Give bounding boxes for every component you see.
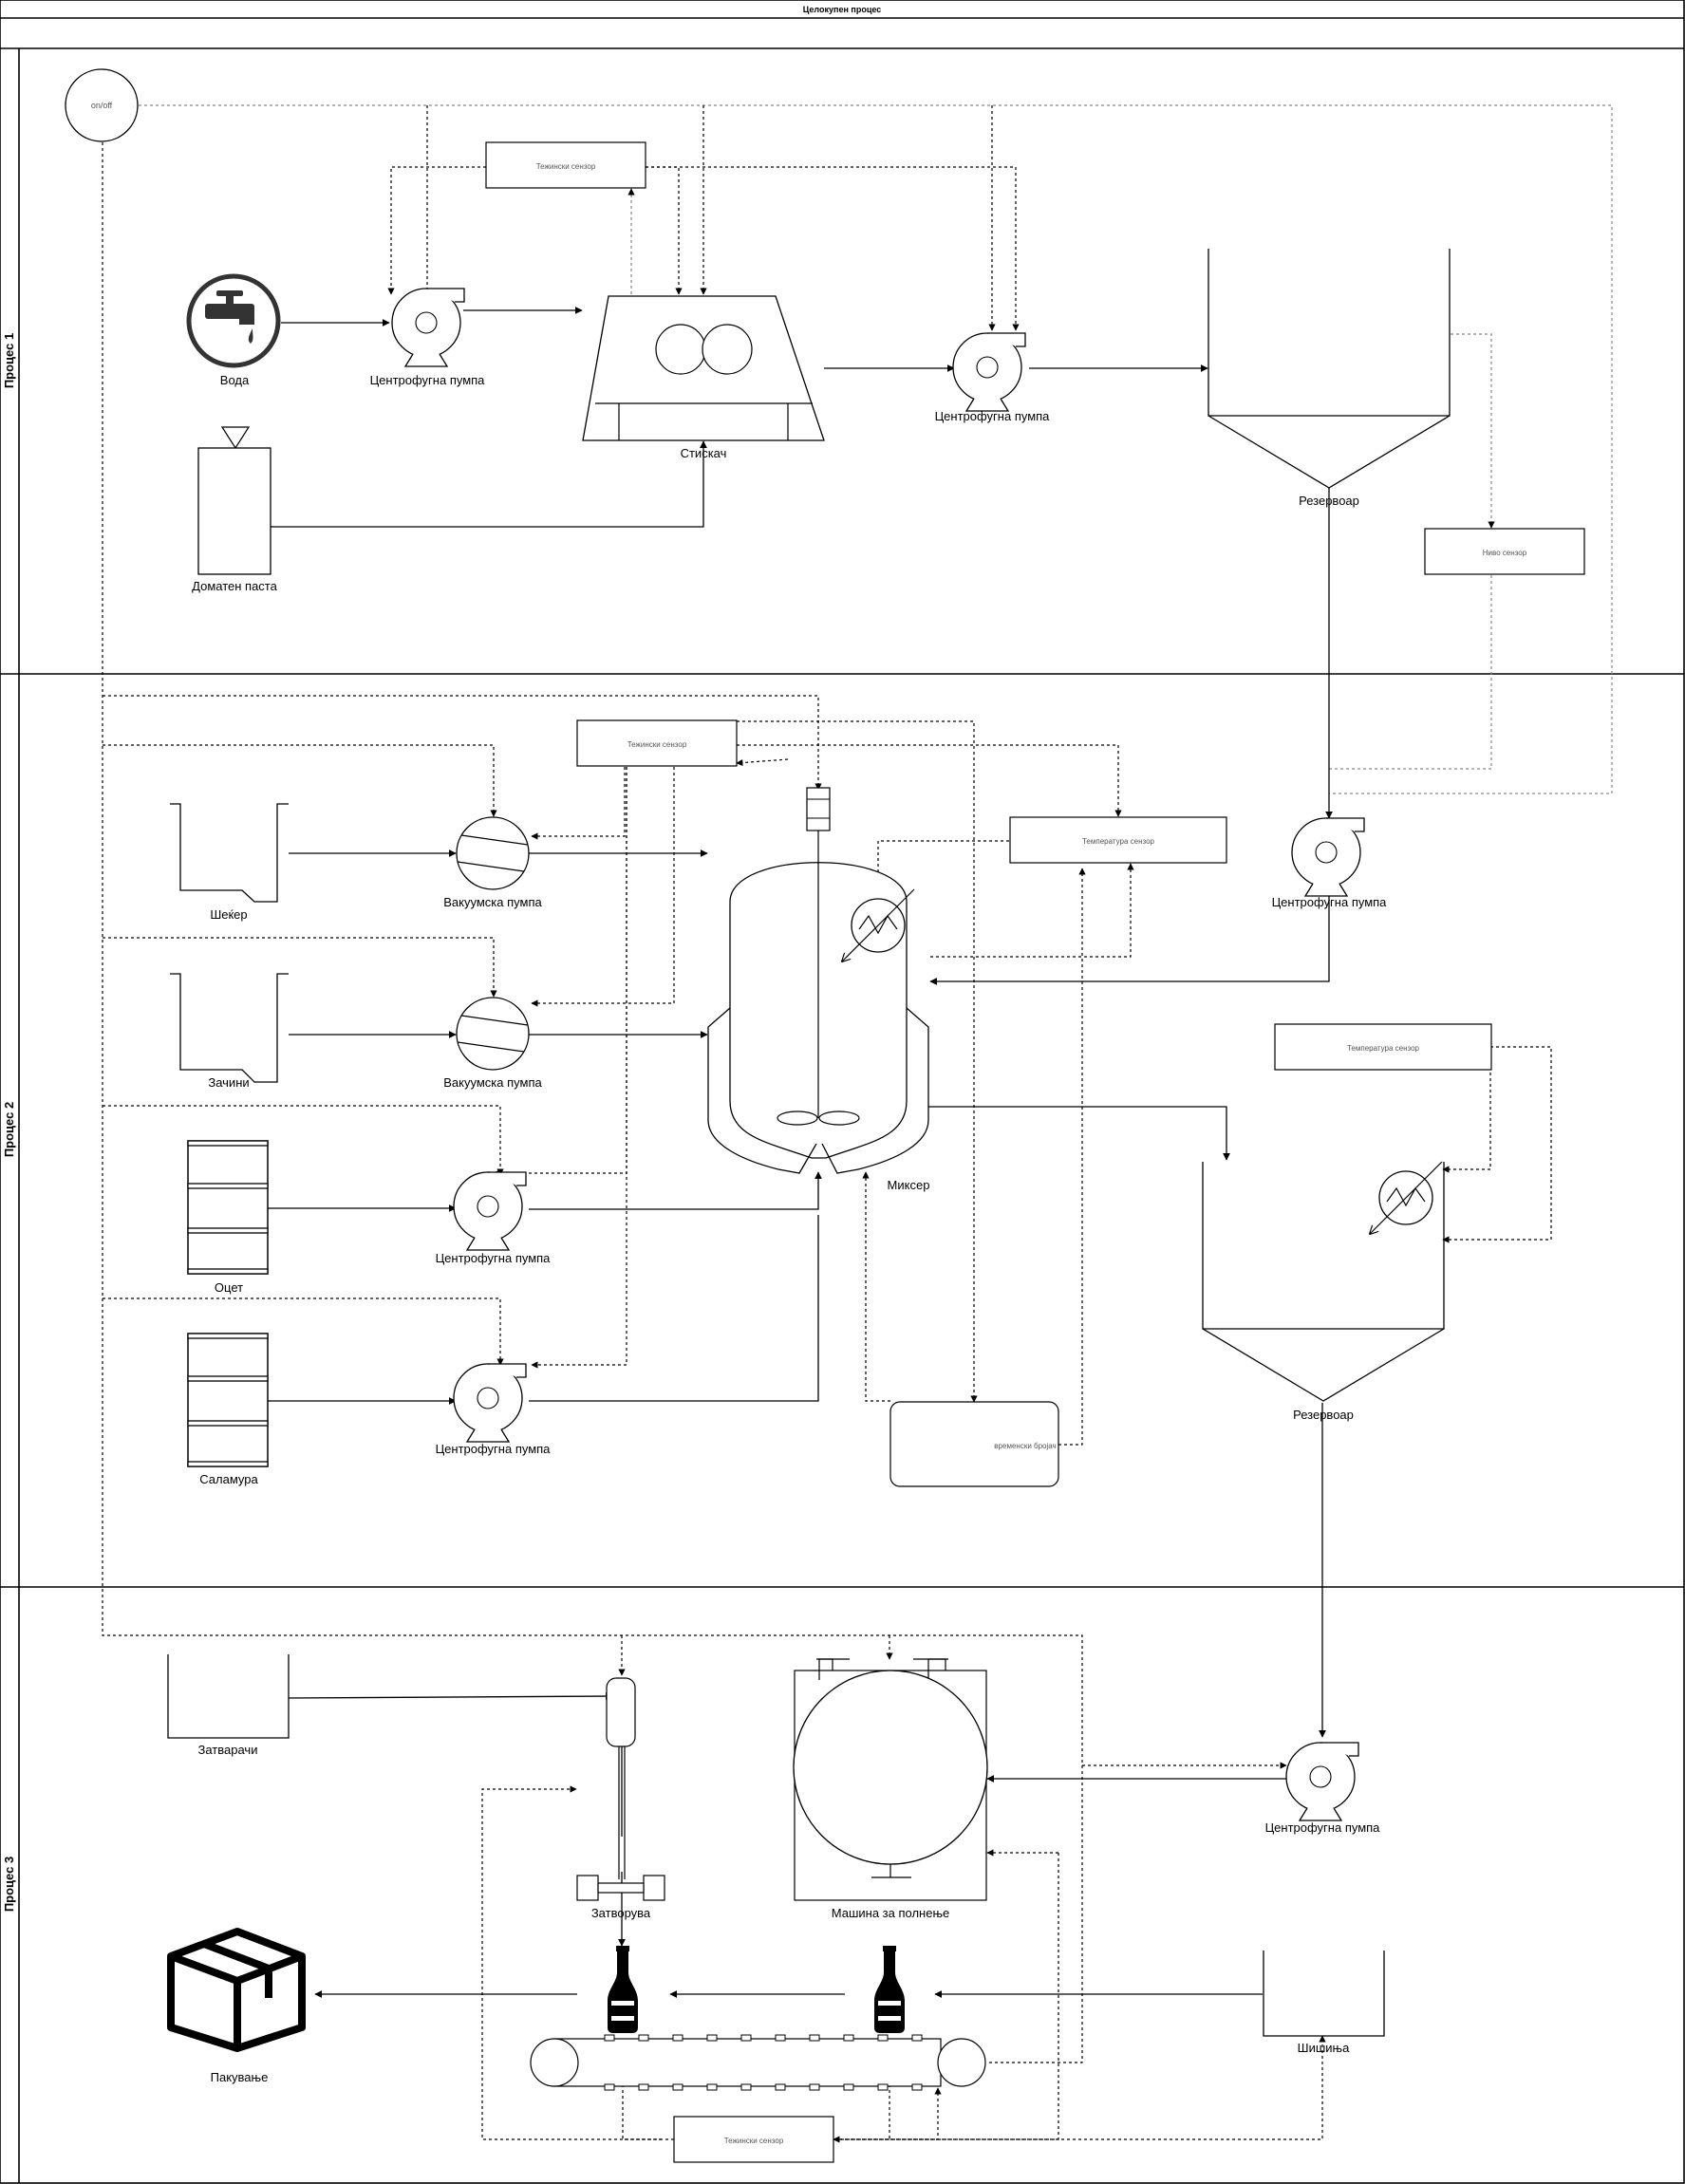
level-sensor: Ниво сензор bbox=[1424, 528, 1585, 575]
control-lines bbox=[102, 104, 1613, 2143]
weight-sensor-p3-label: Тежински сензор bbox=[724, 2137, 784, 2145]
brine-barrel: Саламура bbox=[187, 1333, 269, 1486]
weight-sensor-p1: Тежински сензор bbox=[485, 141, 646, 189]
vacuum-pump-b-label: Вакуумска пумпа bbox=[443, 1075, 542, 1090]
brine-label: Саламура bbox=[199, 1472, 258, 1486]
centrifugal-pump-p2a: Центрофугна пумпа bbox=[436, 1171, 552, 1265]
pump-p3-label: Центрофугна пумпа bbox=[1265, 1820, 1381, 1835]
pump-p1a-label: Центрофугна пумпа bbox=[370, 373, 486, 387]
weight-sensor-p3: Тежински сензор bbox=[673, 2116, 834, 2163]
mixer-vessel: Миксер bbox=[707, 787, 930, 1192]
cf-pump-p2c-label: Центрофугна пумпа bbox=[1272, 895, 1388, 909]
cf-pump-p2a-label: Центрофугна пумпа bbox=[436, 1251, 552, 1265]
capper-label: Затворува bbox=[591, 1906, 651, 1920]
vinegar-label: Оцет bbox=[215, 1280, 243, 1295]
water-label: Вода bbox=[220, 373, 250, 387]
reservoir-p1-label: Резервоар bbox=[1299, 494, 1359, 508]
mixer-label: Миксер bbox=[888, 1178, 930, 1192]
filling-machine: Машина за полнење bbox=[793, 1658, 988, 1920]
reservoir-p1: Резервоар bbox=[1208, 249, 1451, 508]
packing-label: Пакување bbox=[211, 2070, 269, 2084]
capper-machine: Затворува bbox=[576, 1677, 665, 1920]
bottle-icon-left bbox=[608, 1946, 638, 2033]
vacuum-pump-a: Вакуумска пумпа bbox=[443, 816, 542, 909]
temp-sensor-b-label: Температура сензор bbox=[1347, 1044, 1420, 1053]
weight-sensor-p1-label: Тежински сензор bbox=[536, 162, 596, 171]
spices-label: Зачини bbox=[208, 1075, 249, 1090]
bottles-hopper: Шишиња bbox=[1263, 1951, 1385, 2055]
diagram-title: Целокупен процес bbox=[803, 5, 882, 14]
press-label: Стискач bbox=[681, 446, 727, 460]
conveyor-belt bbox=[530, 2034, 986, 2091]
level-sensor-label: Ниво сензор bbox=[1483, 549, 1527, 557]
lane-label-2: Процес 2 bbox=[2, 1102, 16, 1157]
vacuum-pump-a-label: Вакуумска пумпа bbox=[443, 895, 542, 909]
cf-pump-p2b-label: Центрофугна пумпа bbox=[436, 1442, 552, 1456]
onoff-switch[interactable]: on/off bbox=[65, 68, 139, 142]
temp-sensor-b: Температура сензор bbox=[1274, 1023, 1492, 1071]
filler-label: Машина за полнење bbox=[832, 1906, 950, 1920]
sugar-hopper: Шеќер bbox=[170, 803, 289, 922]
centrifugal-pump-p3: Центрофугна пумпа bbox=[1265, 1742, 1381, 1835]
sugar-label: Шеќер bbox=[210, 907, 247, 922]
centrifugal-pump-p1a: Центрофугна пумпа bbox=[370, 288, 486, 387]
tomato-paste-container: Доматен паста bbox=[192, 426, 278, 593]
onoff-label: on/off bbox=[91, 101, 113, 110]
reservoir-p2-label: Резервоар bbox=[1293, 1408, 1354, 1422]
timer-label: временски бројач bbox=[994, 1442, 1056, 1450]
centrifugal-pump-p2c: Центрофугна пумпа bbox=[1272, 817, 1388, 909]
temp-sensor-a-label: Температура сензор bbox=[1082, 837, 1155, 846]
lane-label-3: Процес 3 bbox=[2, 1857, 16, 1912]
pump-p1b-label: Центрофугна пумпа bbox=[935, 409, 1051, 423]
caps-hopper: Затварачи bbox=[167, 1654, 290, 1757]
centrifugal-pump-p2b: Центрофугна пумпа bbox=[436, 1363, 552, 1456]
process-lines bbox=[268, 307, 1333, 1998]
lane-label-1: Процес 1 bbox=[2, 333, 16, 388]
centrifugal-pump-p1b: Центрофугна пумпа bbox=[935, 332, 1051, 423]
tomato-paste-label: Доматен паста bbox=[192, 579, 277, 593]
weight-sensor-p2: Тежински сензор bbox=[576, 719, 738, 767]
timer-counter: временски бројач bbox=[889, 1401, 1059, 1487]
weight-sensor-p2-label: Тежински сензор bbox=[627, 740, 687, 749]
temp-sensor-a: Температура сензор bbox=[1009, 816, 1227, 864]
bottle-icon-right bbox=[874, 1946, 905, 2033]
water-faucet-icon: Вода bbox=[186, 273, 281, 387]
box-icon: Пакување bbox=[167, 1928, 306, 2084]
press-machine: Стискач bbox=[582, 295, 825, 460]
spices-hopper: Зачини bbox=[170, 973, 289, 1090]
bottles-label: Шишиња bbox=[1298, 2041, 1350, 2055]
caps-label: Затварачи bbox=[198, 1743, 258, 1757]
vinegar-barrel: Оцет bbox=[187, 1140, 269, 1295]
vacuum-pump-b: Вакуумска пумпа bbox=[443, 997, 542, 1090]
reservoir-p2: Резервоар bbox=[1202, 1162, 1445, 1422]
